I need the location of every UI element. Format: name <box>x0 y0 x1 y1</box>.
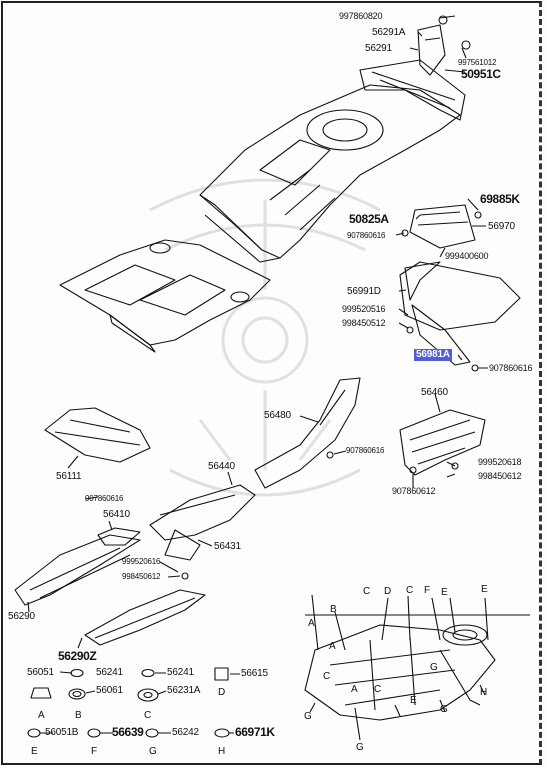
label-50951C: 50951C <box>461 67 501 81</box>
label-69885K: 69885K <box>480 192 520 206</box>
floor-insulator <box>399 261 521 331</box>
inset-letter-G-4: G <box>356 742 364 753</box>
inset-letter-G-1: G <box>304 711 312 722</box>
inset-letter-H: H <box>480 687 488 698</box>
letter-B-56061: B <box>75 710 82 721</box>
letter-A-56051: A <box>38 710 45 721</box>
label-999520516: 999520516 <box>342 304 386 314</box>
label-56051B: 56051B <box>45 727 79 738</box>
inset-letter-A-1: A <box>308 618 315 629</box>
letter-E-56051B: E <box>31 746 38 757</box>
heat-shield-56970 <box>409 204 476 249</box>
letter-C-56231A: C <box>144 710 152 721</box>
label-66971K: 66971K <box>235 725 275 739</box>
label-56991D: 56991D <box>347 286 381 297</box>
inset-letter-A-3: A <box>351 684 358 695</box>
label-56460: 56460 <box>421 387 448 398</box>
inset-letter-B: B <box>330 604 337 615</box>
label-50825A: 50825A <box>349 212 389 226</box>
floor-tunnel-56480 <box>254 377 361 489</box>
plug-56241-b <box>141 668 155 678</box>
label-56051: 56051 <box>27 667 54 678</box>
label-56440: 56440 <box>208 461 235 472</box>
label-56615: 56615 <box>241 668 268 679</box>
bracket-56291 <box>417 24 446 76</box>
label-56290: 56290 <box>8 611 35 622</box>
label-56231A: 56231A <box>167 685 201 696</box>
label-56291A: 56291A <box>372 27 406 38</box>
inset-letter-D: D <box>384 586 392 597</box>
rear-floor-pan <box>199 84 461 259</box>
inset-letter-C-3: C <box>323 671 331 682</box>
label-907860616-d: 907860616 <box>85 494 124 503</box>
inset-letter-A-2: A <box>329 641 336 652</box>
plug-56242 <box>145 728 159 738</box>
spare-tire-well <box>306 109 384 151</box>
inset-letter-C-4: C <box>374 684 382 695</box>
inset-letter-E-2: E <box>481 584 488 595</box>
label-999400600: 999400600 <box>445 251 489 261</box>
label-56291: 56291 <box>365 43 392 54</box>
label-997860820: 997860820 <box>339 11 383 21</box>
inset-letter-C-2: C <box>406 585 414 596</box>
inset-letter-G-2: G <box>430 662 438 673</box>
front-panel-56111 <box>44 407 151 463</box>
inset-letter-E-3: E <box>410 695 417 706</box>
label-56241-a: 56241 <box>96 667 123 678</box>
label-999520618: 999520618 <box>478 457 522 467</box>
label-56410: 56410 <box>103 509 130 520</box>
label-907860616-b: 907860616 <box>489 363 533 373</box>
label-997561012: 997561012 <box>458 58 497 67</box>
plug-56051B <box>27 728 41 738</box>
inset-letter-F: F <box>424 585 430 596</box>
label-999520616: 999520616 <box>122 557 161 566</box>
inset-floor-assembly <box>304 624 496 721</box>
label-56242: 56242 <box>172 727 199 738</box>
label-56241-b: 56241 <box>167 667 194 678</box>
floor-member-56440 <box>149 484 256 541</box>
letter-G-56242: G <box>149 746 157 757</box>
heat-shield-56460 <box>399 409 486 476</box>
side-member-56290Z <box>84 589 206 646</box>
plug-56061 <box>68 688 86 700</box>
plug-56051 <box>30 687 52 699</box>
inset-letter-C-1: C <box>363 586 371 597</box>
grommet-56615 <box>214 667 229 681</box>
inset-letter-E-1: E <box>441 587 448 598</box>
letter-D-56615: D <box>218 687 226 698</box>
rear-crossmember <box>359 59 466 121</box>
label-56061: 56061 <box>96 685 123 696</box>
letter-H-66971K: H <box>218 746 226 757</box>
label-998450612-b: 998450612 <box>122 572 161 581</box>
inset-letter-G-3: G <box>440 704 448 715</box>
label-56981A-highlighted[interactable]: 56981A <box>414 349 452 361</box>
label-998450512: 998450512 <box>342 318 386 328</box>
label-56639: 56639 <box>112 725 144 739</box>
plug-66971K <box>214 728 230 738</box>
letter-F-56639: F <box>91 746 97 757</box>
label-56970: 56970 <box>488 221 515 232</box>
label-907860612: 907860612 <box>392 486 436 496</box>
plug-56241-a <box>70 668 84 678</box>
plug-56231A <box>137 688 159 702</box>
label-998450612-a: 998450612 <box>478 471 522 481</box>
label-56431: 56431 <box>214 541 241 552</box>
label-56111: 56111 <box>56 471 82 482</box>
plug-56639 <box>87 728 101 738</box>
side-member-56290 <box>14 534 141 606</box>
label-907860616-c: 907860616 <box>346 446 385 455</box>
label-56290Z: 56290Z <box>58 649 97 663</box>
label-907860616-a: 907860616 <box>347 231 386 240</box>
label-56480: 56480 <box>264 410 291 421</box>
